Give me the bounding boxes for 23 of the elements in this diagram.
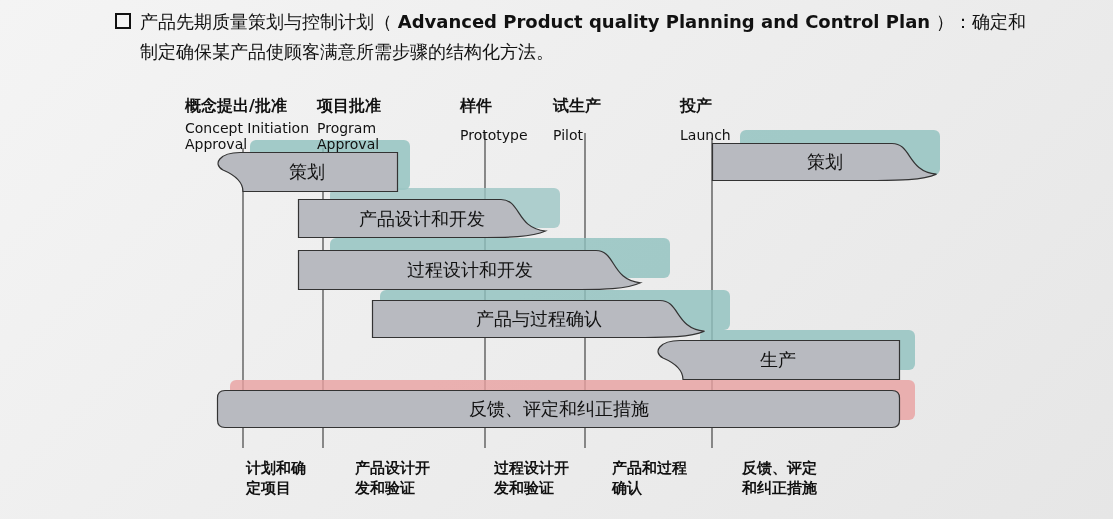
milestone-heading: 投产 (680, 98, 712, 114)
milestone-heading: 项目批准 (317, 98, 381, 114)
phase-bar: 过程设计和开发 (298, 250, 641, 290)
phase-label: 产品设计开发和验证 (355, 458, 431, 498)
phase-label: 产品和过程确认 (612, 458, 688, 498)
title: 产品先期质量策划与控制计划（ Advanced Product quality Planning and Control Plan ）：确定和制定确保某产品使顾客满意所需步骤的结构化方法。 (140, 10, 1027, 64)
milestone-heading: 试生产 (553, 98, 601, 114)
milestone-heading: 概念提出/批准 (185, 98, 287, 114)
milestone-heading: 样件 (460, 98, 492, 114)
milestone-label: Launch (680, 127, 732, 143)
milestone-label: Program Approval (317, 120, 381, 152)
phase-label: 反馈、评定和纠正措施 (742, 458, 818, 498)
phase-bar: 策划 (712, 143, 937, 181)
phase-bar: 产品设计和开发 (298, 199, 546, 238)
milestone-label: Pilot (553, 127, 584, 143)
phase-bar: 反馈、评定和纠正措施 (217, 390, 900, 428)
phase-bar: 产品与过程确认 (372, 300, 705, 338)
phase-bar: 策划 (215, 152, 398, 192)
milestone-label: Prototype (460, 127, 529, 143)
phase-label: 计划和确定项目 (246, 458, 307, 498)
phase-bar: 生产 (655, 340, 900, 380)
milestone-label: Concept Initiation Approval (185, 120, 311, 152)
phase-label: 过程设计开发和验证 (494, 458, 570, 498)
